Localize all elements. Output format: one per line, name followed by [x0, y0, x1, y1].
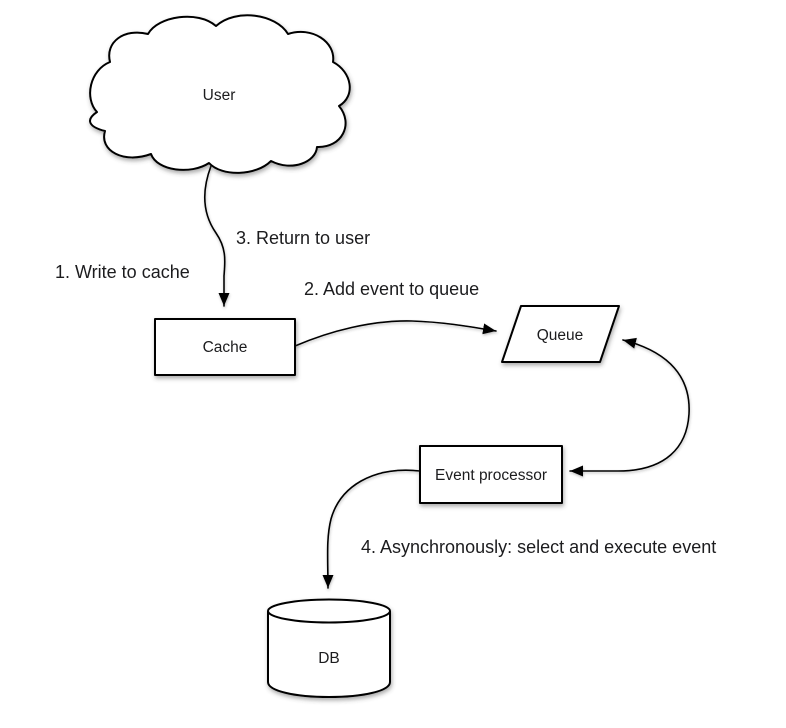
edge-queue-event-processor [569, 337, 690, 477]
cache-node-shape [154, 318, 296, 376]
cache-node-label: Cache [203, 339, 248, 356]
queue-node-shape [501, 305, 620, 363]
db-cylinder-top [267, 598, 391, 624]
labels-layer: 1. Write to cache 3. Return to user 2. A… [55, 228, 716, 557]
user-cloud-shape [89, 14, 351, 174]
edge-cache-to-queue [294, 320, 497, 347]
step2-label: 2. Add event to queue [304, 279, 479, 299]
edges-layer [203, 165, 690, 589]
step3-label: 3. Return to user [236, 228, 370, 248]
db-cylinder-body [267, 611, 391, 698]
step4-label: 4. Asynchronously: select and execute ev… [361, 537, 716, 557]
db-node-shape [267, 598, 391, 698]
user-node-label: User [203, 87, 236, 104]
event-processor-node-shape [419, 445, 563, 504]
event-processor-node-label: Event processor [435, 467, 547, 484]
edge-event-processor-to-db [322, 469, 421, 589]
queue-node-label: Queue [537, 327, 584, 344]
step1-label: 1. Write to cache [55, 262, 190, 282]
db-node-label: DB [318, 650, 340, 667]
edge-user-to-cache [203, 165, 230, 307]
nodes-layer: User Cache Queue Event processor DB [89, 14, 620, 698]
